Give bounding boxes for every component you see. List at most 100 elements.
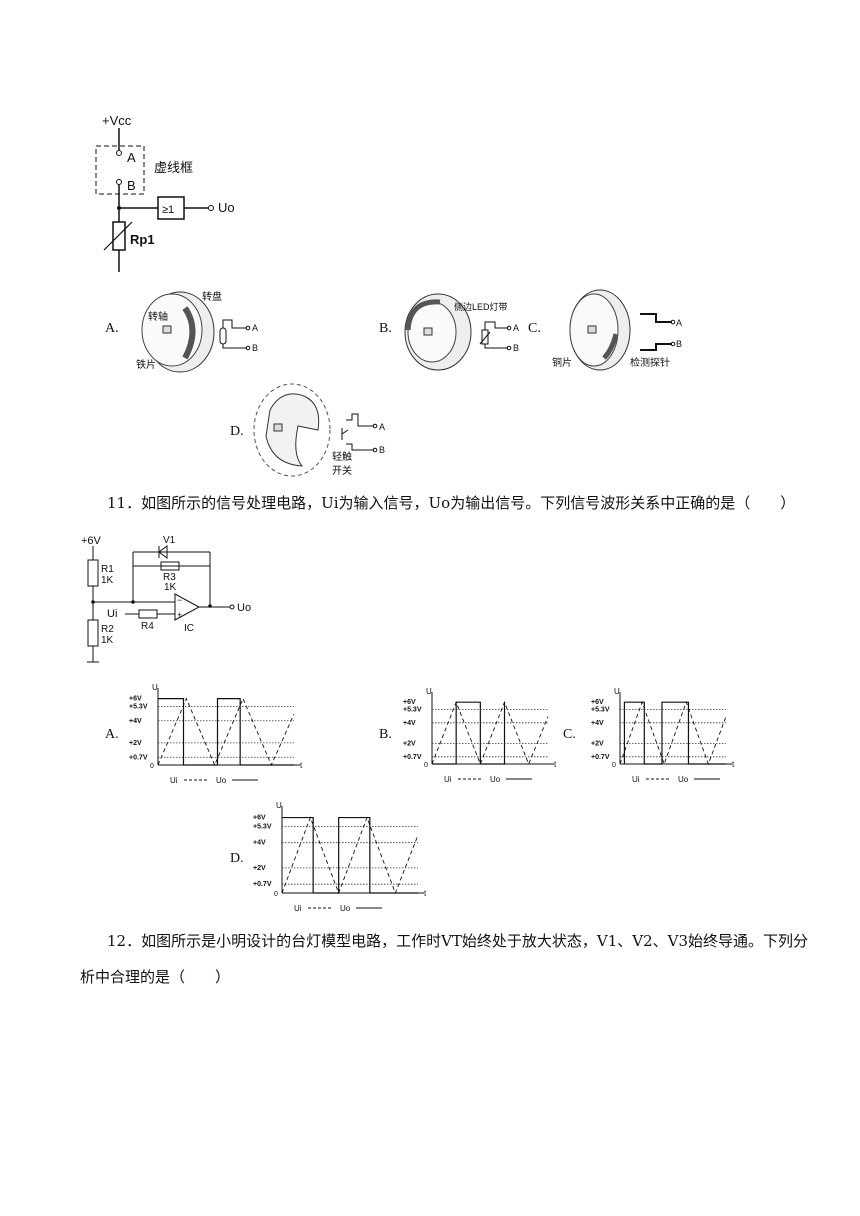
opamp-minus: −	[177, 595, 182, 605]
legend-uo-label: Uo	[340, 904, 351, 913]
axis-label-t: t	[732, 760, 735, 769]
tick-label: +6V	[129, 696, 142, 703]
copper-label: 铜片	[552, 356, 572, 369]
question-11-text: 11．如图所示的信号处理电路，Ui为输入信号，Uo为输出信号。下列信号波形关系中…	[107, 494, 796, 512]
axis-label-u: U	[426, 687, 432, 696]
axis-label-u: U	[152, 683, 158, 692]
or-gate-symbol: ≥1	[162, 204, 174, 216]
tick-label: +4V	[403, 720, 416, 727]
axis-label-t: t	[300, 761, 303, 770]
option-b-figure[interactable]: 侧边LED灯带 A B	[400, 290, 530, 375]
led-strip-label: 侧边LED灯带	[454, 301, 508, 312]
ui-waveform	[281, 816, 419, 895]
r2-value: 1K	[101, 635, 114, 646]
tick-label: +4V	[591, 720, 604, 727]
pin-b-label: B	[676, 339, 682, 349]
v1-label: V1	[163, 535, 176, 546]
tick-label: +5.3V	[591, 706, 610, 713]
option-c-label[interactable]: C.	[528, 321, 541, 336]
dashed-box-label: 虚线框	[154, 160, 193, 175]
opamp-plus: +	[177, 610, 182, 620]
pin-b-label: B	[252, 343, 258, 353]
question-12-line-2: 析中合理的是（ ）	[80, 968, 231, 986]
uo-label: Uo	[218, 200, 235, 215]
uo-waveform	[158, 698, 294, 766]
tick-label: +4V	[129, 718, 142, 725]
question-12-line-1: 12．如图所示是小明设计的台灯模型电路，工作时VT始终处于放大状态，V1、V2、…	[107, 932, 809, 950]
legend-ui-label: Ui	[632, 775, 640, 784]
option-a-label[interactable]: A.	[105, 321, 119, 336]
legend-uo-label: Uo	[490, 775, 501, 784]
option-d-figure[interactable]: A B 轻触 开关	[252, 380, 412, 480]
axis-label-u: U	[276, 801, 282, 810]
rp1-label: Rp1	[130, 232, 155, 247]
axis-label-t: t	[554, 760, 557, 769]
r1-label: R1	[101, 564, 114, 575]
r1-value: 1K	[101, 575, 114, 586]
shaft-label: 转轴	[148, 310, 168, 323]
r3-label: R3	[163, 572, 176, 583]
pin-a-label: A	[252, 323, 258, 333]
ui-waveform	[157, 697, 295, 767]
pin-a-label: A	[676, 318, 682, 328]
rp1-resistor	[112, 221, 126, 251]
legend-uo-label: Uo	[678, 775, 689, 784]
dashed-box	[95, 145, 145, 195]
tick-label: +2V	[403, 740, 416, 747]
pin-a-label: A	[513, 323, 519, 333]
option-c-label[interactable]: C.	[563, 727, 576, 742]
tick-label: +4V	[253, 840, 266, 847]
r2-resistor	[87, 619, 99, 647]
legend-ui-label: Ui	[170, 776, 178, 785]
tick-label: +6V	[253, 815, 266, 822]
uo-waveform	[623, 701, 726, 765]
axis-label-t: t	[424, 889, 427, 898]
option-b-label[interactable]: B.	[379, 321, 392, 336]
tick-label: +5.3V	[129, 703, 148, 710]
tick-label: +0.7V	[403, 754, 422, 761]
option-c-figure[interactable]: 铜片 检测探针 A B	[548, 288, 688, 378]
option-a-label[interactable]: A.	[105, 727, 119, 742]
r1-resistor	[87, 559, 99, 587]
tick-label: +0.7V	[253, 881, 272, 888]
ui-waveform	[431, 700, 549, 766]
ui-waveform	[619, 700, 727, 766]
pin-b-label: B	[513, 343, 519, 353]
r4-label: R4	[141, 621, 154, 632]
circuit-diagram-q10: +Vcc A 虚线框 B ≥1 Uo Rp1	[95, 113, 235, 272]
pin-b-label: B	[379, 445, 385, 455]
disc-label: 转盘	[202, 290, 222, 303]
iron-label: 铁片	[136, 358, 156, 371]
tick-label: +5.3V	[253, 823, 272, 830]
tick-label-zero: 0	[150, 763, 154, 770]
tick-label: +2V	[591, 740, 604, 747]
pin-b-label: B	[127, 178, 136, 193]
option-b-label[interactable]: B.	[379, 727, 392, 742]
tick-label: +2V	[129, 740, 142, 747]
switch-label-1: 轻触	[332, 450, 352, 463]
pin-a-label: A	[127, 150, 136, 165]
v1-diode	[158, 545, 168, 559]
tick-label-zero: 0	[274, 891, 278, 898]
r3-value: 1K	[164, 582, 177, 593]
pin-a-label: A	[379, 422, 385, 432]
vcc-label: +Vcc	[102, 113, 132, 128]
ic-label: IC	[184, 623, 194, 634]
uo-waveform	[282, 816, 418, 894]
circuit-diagram-q11: +6V R1 1K R2 1K V1 R3 1K − + IC Uo Ui R4	[81, 535, 251, 663]
option-d-label[interactable]: D.	[230, 851, 244, 866]
option-a-figure[interactable]: 转盘 转轴 铁片 A B	[130, 290, 260, 375]
tick-label-zero: 0	[424, 762, 428, 769]
uo-waveform	[432, 701, 506, 765]
legend-ui-label: Ui	[294, 904, 302, 913]
ic-opamp	[174, 593, 201, 621]
ui-label: Ui	[107, 608, 117, 620]
tick-label: +6V	[591, 699, 604, 706]
legend-uo-label: Uo	[216, 776, 227, 785]
option-d-label[interactable]: D.	[230, 424, 244, 439]
tick-label: +0.7V	[591, 754, 610, 761]
